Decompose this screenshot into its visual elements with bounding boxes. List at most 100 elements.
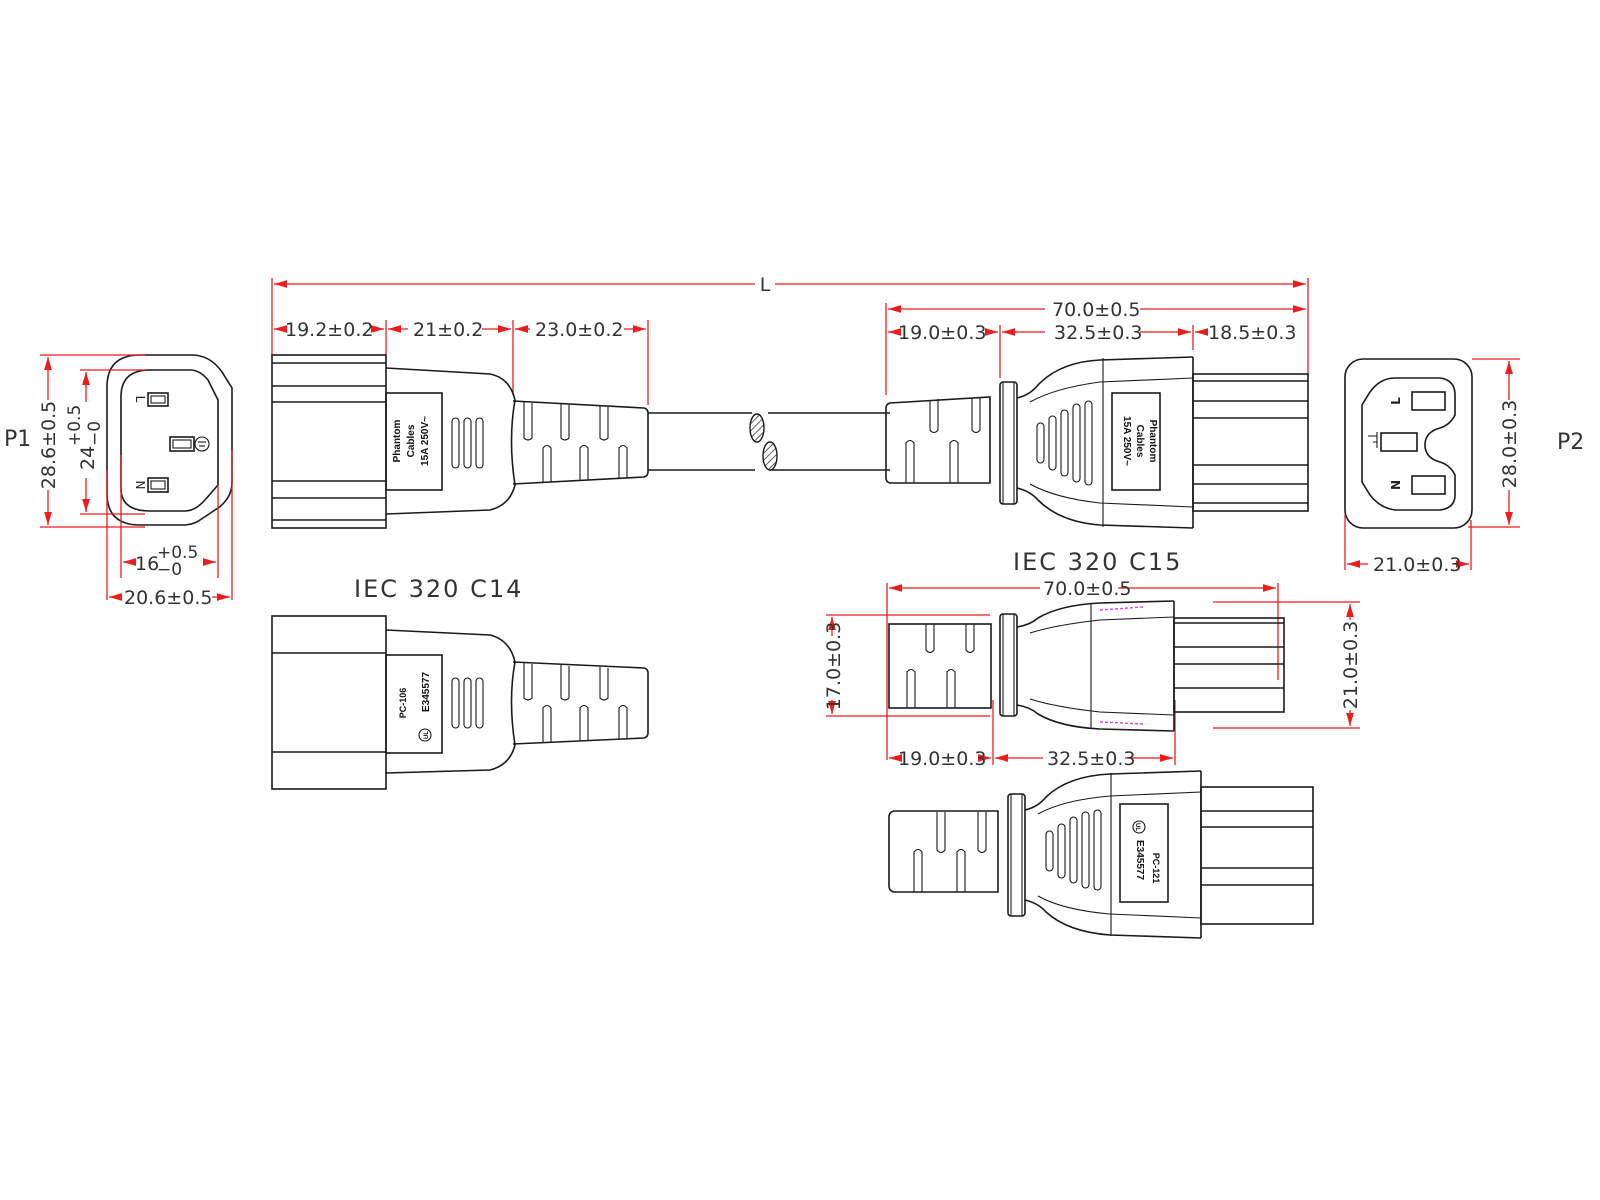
c14-body <box>385 367 516 515</box>
p1-pin-l-label: L <box>133 396 147 403</box>
c14-connector-head <box>271 354 387 529</box>
c14-dim-2: 21±0.2 <box>413 319 483 341</box>
c15-side-dim-2: 32.5±0.3 <box>1047 748 1135 770</box>
grip-slot <box>1093 809 1102 891</box>
c14-side-label-box <box>385 654 443 754</box>
body-contour <box>1029 698 1175 716</box>
c14-side-label-line-1: PC-106 <box>398 688 408 719</box>
grip-slot <box>475 417 484 469</box>
relief-slot <box>523 402 533 441</box>
ul-cert-icon <box>418 728 432 742</box>
ul-cert-mark: UL <box>1134 823 1140 831</box>
c14-side-head <box>271 615 387 790</box>
relief-slot <box>929 399 939 434</box>
c14-dim-3: 23.0±0.2 <box>535 319 623 341</box>
grip-slot <box>475 677 484 729</box>
c14-label-line-3: 15A 250V~ <box>420 416 431 466</box>
relief-slot <box>925 624 935 654</box>
p2-height-dim: 28.0±0.3 <box>1499 400 1521 488</box>
overall-length-label: L <box>760 274 771 296</box>
relief-slot <box>913 848 923 892</box>
body-contour <box>1029 377 1194 403</box>
p1-width-inner-base: 16 <box>135 553 159 575</box>
body-contour <box>1037 895 1202 919</box>
p2-label: P2 <box>1557 430 1584 455</box>
p1-height-inner-base: 24 <box>77 446 99 470</box>
c15-body-bottom <box>1016 487 1194 529</box>
relief-slot <box>618 444 628 479</box>
c15-label-box <box>1111 392 1161 491</box>
relief-slot <box>542 444 552 483</box>
c15-label-line-3: 15A 250V~ <box>1121 416 1132 466</box>
c15-side-body-bottom <box>1016 704 1175 732</box>
p1-label: P1 <box>4 427 31 452</box>
p1-pin-line <box>147 392 169 407</box>
p2-pin-n-label: N <box>1389 480 1403 490</box>
p2-inner-outline <box>1361 377 1456 511</box>
relief-slot <box>618 704 628 739</box>
relief-slot <box>946 668 956 708</box>
body-contour <box>1037 791 1202 815</box>
c15-bottom-strain-relief <box>888 810 999 893</box>
grip-slot <box>1060 409 1069 477</box>
overall-length-dim: L <box>271 274 1309 375</box>
p1-height-inner-tol-minus: −0 <box>85 421 105 446</box>
p1-height-outer-dim: 28.6±0.5 <box>38 401 60 489</box>
c15-side-strain-relief <box>888 623 992 709</box>
grip-slot <box>463 677 472 729</box>
c15-dim-2: 32.5±0.3 <box>1054 322 1142 344</box>
c15-bottom-body-bottom <box>1024 899 1202 939</box>
grip-slot <box>1084 400 1093 486</box>
c14-dim-1: 19.2±0.2 <box>285 319 373 341</box>
c15-bottom-body-top <box>1024 770 1202 811</box>
c15-connector-head <box>1192 373 1309 512</box>
grip-slot <box>1045 830 1054 872</box>
c15-bottom-label-line-1: PC-121 <box>1151 853 1161 884</box>
cable-break-icon <box>749 413 765 443</box>
c14-top-view: 19.2±0.2 21±0.2 23.0±0.2 Phantom Cables … <box>271 319 649 529</box>
c15-overall-dim: 70.0±0.5 <box>1052 299 1140 321</box>
ul-cert-icon <box>1132 820 1146 834</box>
relief-slot <box>956 848 966 892</box>
c15-view-title: IEC 320 C15 <box>1013 548 1182 576</box>
p1-width-inner-tol-plus: +0.5 <box>157 543 198 563</box>
c15-collar <box>999 381 1018 505</box>
grip-slot <box>1036 422 1045 464</box>
p2-pin-line <box>1411 391 1446 411</box>
c14-side-body <box>385 629 516 774</box>
p1-pin-neutral-inner <box>150 480 166 490</box>
grip-slot <box>451 677 460 729</box>
p2-pin-l-label: L <box>1389 397 1403 405</box>
p1-pin-line-inner <box>150 395 166 404</box>
relief-slot <box>971 397 981 434</box>
p1-pin-earth-inner <box>172 439 192 449</box>
c15-top-view: 70.0±0.5 19.0±0.3 32.5±0.3 18.5±0.3 <box>885 299 1309 529</box>
relief-slot <box>949 439 959 483</box>
c15-bottom-head <box>1200 786 1314 925</box>
relief-slot <box>965 624 975 654</box>
p1-pin-earth <box>169 436 195 452</box>
annotation-mark <box>1099 606 1144 611</box>
c15-side-dim-1: 19.0±0.3 <box>898 748 986 770</box>
body-contour <box>1029 483 1194 508</box>
relief-slot <box>560 665 570 701</box>
c14-label-line-1: Phantom <box>392 420 403 463</box>
c15-side-overall-dim: 70.0±0.5 <box>1043 578 1131 600</box>
c14-view-title: IEC 320 C14 <box>354 575 523 603</box>
p2-face-view: P2 L N 28.0±0.3 21.0±0.3 <box>1344 358 1584 576</box>
c15-strain-relief <box>885 396 991 484</box>
c15-height-right-dim: 21.0±0.3 <box>1340 621 1362 709</box>
relief-slot <box>906 668 916 708</box>
ul-cert-mark: UL <box>424 731 430 739</box>
relief-slot <box>599 406 609 441</box>
c15-side-collar <box>999 613 1018 717</box>
p2-pin-neutral <box>1411 475 1446 495</box>
annotation-mark <box>1099 721 1144 725</box>
grip-slot <box>1081 811 1090 889</box>
cable-break-icon <box>762 441 778 471</box>
grip-slot <box>1057 823 1066 879</box>
c15-height-left-dim: 17.0±0.3 <box>823 622 845 710</box>
c15-bottom-label-line-2: E345577 <box>1134 840 1145 880</box>
c15-side-view: IEC 320 C15 70.0±0.5 17.0±0.3 21.0±0.3 1… <box>823 548 1362 770</box>
grip-slot <box>1048 415 1057 471</box>
